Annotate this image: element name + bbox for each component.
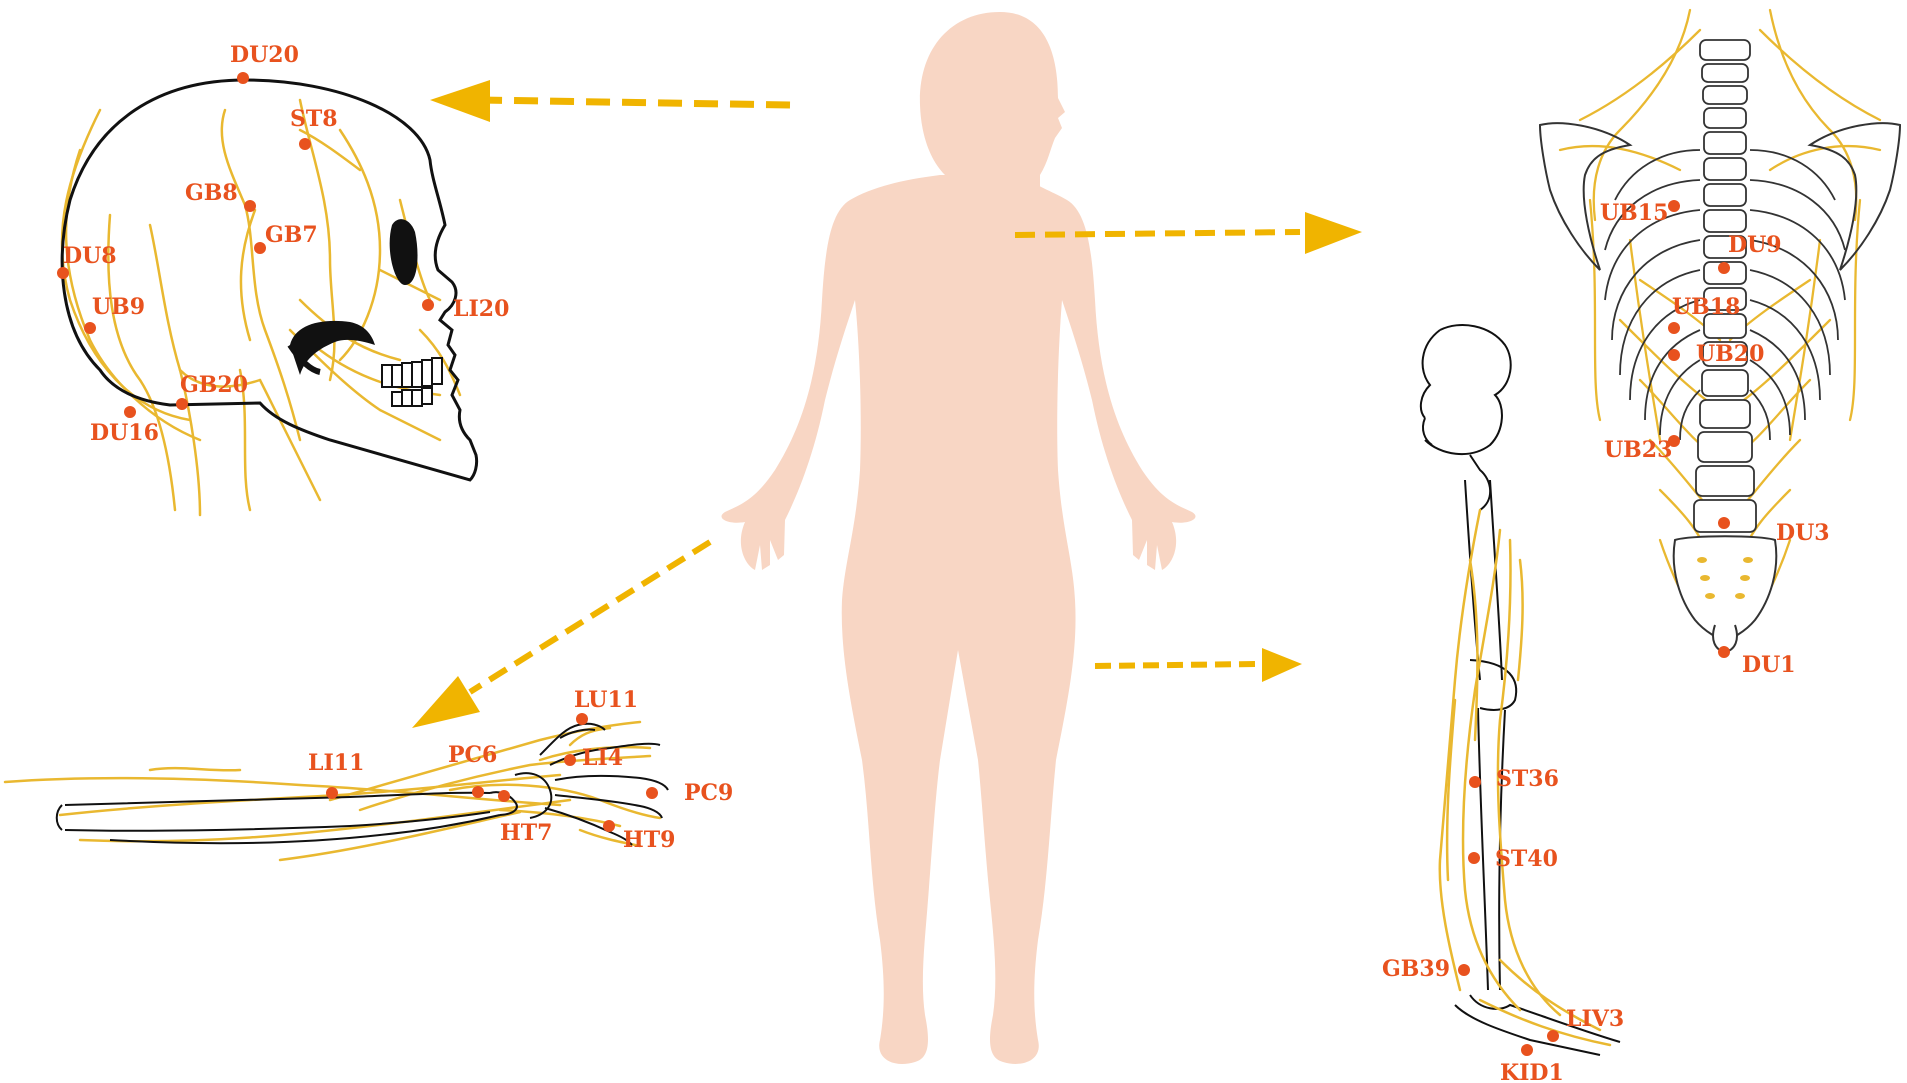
- acupoint-label-st8: ST8: [290, 106, 338, 132]
- acupoint-dot-ub15: [1668, 200, 1680, 212]
- back-skeleton-illustration: [1538, 8, 1902, 654]
- human-body-silhouette: [721, 12, 1196, 1064]
- acupoint-label-ub18: UB18: [1672, 294, 1740, 320]
- leg-nerves: [1438, 508, 1612, 1047]
- acupoint-dot-pc6: [472, 786, 484, 798]
- arrow-to-head: [430, 80, 791, 122]
- acupoint-label-st40: ST40: [1495, 846, 1558, 872]
- acupoint-label-gb39: GB39: [1382, 956, 1450, 982]
- acupoint-markers: [57, 72, 1730, 1056]
- acupoint-label-du3: DU3: [1776, 520, 1830, 546]
- spine: [1693, 39, 1757, 533]
- acupoint-dot-du16: [124, 406, 136, 418]
- acupoint-dot-du20: [237, 72, 249, 84]
- acupoint-dot-gb20: [176, 398, 188, 410]
- acupoint-label-du1: DU1: [1742, 652, 1796, 678]
- acupoint-dot-gb7: [254, 242, 266, 254]
- zygomatic-arch: [290, 320, 375, 375]
- acupoint-dot-st8: [299, 138, 311, 150]
- acupoint-label-pc6: PC6: [448, 742, 497, 768]
- acupoint-label-li11: LI11: [308, 750, 364, 776]
- acupoint-labels: DU20 ST8 GB8 GB7 DU8 UB9 LI20 GB20 DU16 …: [63, 42, 1830, 1083]
- acupoint-label-lu11: LU11: [574, 687, 638, 713]
- acupoint-label-ht9: HT9: [623, 827, 675, 853]
- acupoint-label-gb20: GB20: [180, 372, 248, 398]
- leg-illustration: [1419, 324, 1621, 1056]
- acupoint-dot-du3: [1718, 517, 1730, 529]
- acupoint-label-ub20: UB20: [1696, 341, 1764, 367]
- arrows: [412, 80, 1362, 728]
- back-nerves: [1558, 8, 1882, 612]
- acupoint-dot-pc9: [646, 787, 658, 799]
- acupoint-dot-ub20: [1668, 349, 1680, 361]
- acupoint-label-pc9: PC9: [684, 780, 733, 806]
- acupoint-dot-ht9: [603, 820, 615, 832]
- acupoint-dot-ub18: [1668, 322, 1680, 334]
- acupoint-label-ht7: HT7: [500, 820, 552, 846]
- arrow-to-leg: [1094, 648, 1302, 682]
- acupoint-label-du16: DU16: [90, 420, 159, 446]
- acupoint-label-st36: ST36: [1496, 766, 1559, 792]
- acupoint-dot-li4: [564, 754, 576, 766]
- acupoint-label-gb8: GB8: [185, 180, 238, 206]
- acupoint-dot-li11: [326, 787, 338, 799]
- acupoint-label-gb7: GB7: [265, 222, 318, 248]
- acupoint-label-li20: LI20: [453, 296, 509, 322]
- acupoint-label-ub15: UB15: [1600, 200, 1668, 226]
- acupoint-dot-kid1: [1521, 1044, 1533, 1056]
- acupoint-label-liv3: LIV3: [1566, 1006, 1624, 1032]
- acupoint-dot-du8: [57, 267, 69, 279]
- teeth: [381, 357, 443, 407]
- acupoint-label-li4: LI4: [582, 745, 623, 771]
- acupoint-dot-liv3: [1547, 1030, 1559, 1042]
- skull-outline: [60, 78, 479, 482]
- acupoint-dot-st36: [1469, 776, 1481, 788]
- acupoint-label-du8: DU8: [63, 243, 117, 269]
- acupoint-label-ub9: UB9: [92, 294, 145, 320]
- arrow-to-back: [1014, 212, 1362, 254]
- acupoint-dot-ub9: [84, 322, 96, 334]
- acupoint-dot-du9: [1718, 262, 1730, 274]
- acupoint-dot-gb8: [244, 200, 256, 212]
- arm-illustration: [3, 720, 669, 862]
- sacrum: [1672, 535, 1778, 642]
- skull-illustration: [60, 78, 479, 517]
- acupoint-label-du20: DU20: [230, 42, 299, 68]
- acupoint-dot-lu11: [576, 713, 588, 725]
- acupoint-label-kid1: KID1: [1500, 1060, 1564, 1083]
- acupoint-label-ub23: UB23: [1604, 437, 1672, 463]
- arrow-to-arm: [412, 539, 712, 728]
- acupoint-dot-ht7: [498, 790, 510, 802]
- eye-socket: [389, 219, 418, 285]
- acupoint-label-du9: DU9: [1728, 232, 1782, 258]
- acupoint-dot-du1: [1718, 646, 1730, 658]
- acupoint-dot-st40: [1468, 852, 1480, 864]
- acupoint-dot-li20: [422, 299, 434, 311]
- acupoint-dot-ub23: [1668, 435, 1680, 447]
- acupoint-dot-gb39: [1458, 964, 1470, 976]
